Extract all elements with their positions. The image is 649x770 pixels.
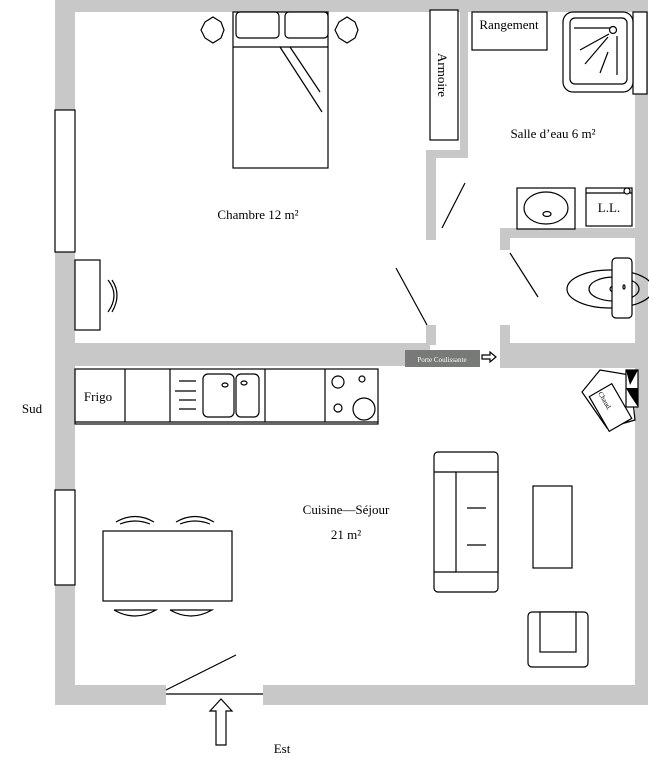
desk-chair xyxy=(107,279,118,313)
boiler: Chaud. xyxy=(581,369,639,433)
orientation-est: Est xyxy=(274,741,291,756)
desk xyxy=(74,259,101,331)
window-kitchen xyxy=(54,489,76,586)
room-label-sejour-area: 21 m² xyxy=(331,527,361,542)
sliding-door-label-bg xyxy=(405,350,480,367)
bed xyxy=(232,11,329,169)
orientation-sud: Sud xyxy=(22,401,43,416)
armoire xyxy=(429,9,459,141)
nightstand-right xyxy=(334,16,359,44)
armchair xyxy=(527,611,589,668)
dining-table xyxy=(102,515,233,617)
sliding-direction-arrow-icon xyxy=(481,350,497,364)
bedroom-door[interactable] xyxy=(395,267,428,326)
washbasin xyxy=(516,187,576,230)
entry-opening xyxy=(166,685,263,705)
wc-door[interactable] xyxy=(509,252,539,298)
room-label-salle-eau: Salle d’eau 6 m² xyxy=(510,126,595,141)
armoire-label: Armoire xyxy=(435,53,450,97)
window-bathroom xyxy=(632,11,648,95)
entry-arrow-icon xyxy=(208,698,234,746)
rangement xyxy=(471,11,548,51)
toilet xyxy=(566,257,649,319)
rangement-label: Rangement xyxy=(479,17,539,32)
shower xyxy=(562,11,634,93)
washing-machine: L.L. xyxy=(585,187,633,227)
room-label-sejour: Cuisine—Séjour xyxy=(303,502,390,517)
frigo-label: Frigo xyxy=(84,389,112,404)
sofa xyxy=(433,451,499,593)
room-label-chambre: Chambre 12 m² xyxy=(217,207,298,222)
entry-door[interactable] xyxy=(165,654,237,691)
bathroom-door[interactable] xyxy=(441,182,466,229)
nightstand-left xyxy=(200,16,225,44)
sliding-door-label[interactable]: Porte Coulissante xyxy=(417,356,466,364)
coffee-table xyxy=(532,485,573,569)
window-bedroom xyxy=(54,109,76,253)
kitchen-counter xyxy=(74,368,379,425)
lave-linge-label: L.L. xyxy=(598,200,620,215)
